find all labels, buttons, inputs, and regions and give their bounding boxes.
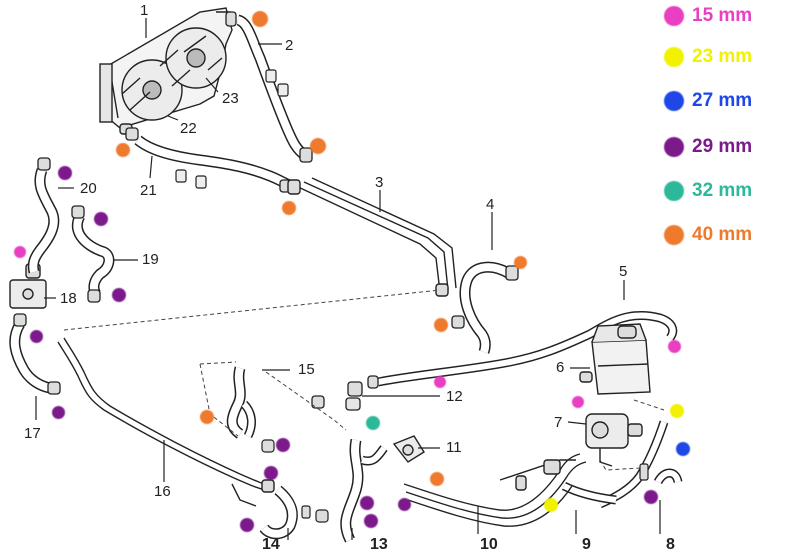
marker-dot-purple: [94, 212, 108, 226]
housing-11: [392, 435, 425, 463]
hose-2: [225, 11, 313, 163]
valve-7: [585, 413, 643, 467]
callout-20: 20: [80, 180, 97, 197]
marker-dot-orange: [430, 472, 444, 486]
legend-item-32mm: 32 mm: [664, 178, 752, 204]
expansion-tank: [579, 323, 651, 395]
marker-dot-magenta: [434, 376, 446, 388]
legend-item-23mm: 23 mm: [664, 44, 752, 70]
callout-14: 14: [262, 536, 280, 553]
marker-dot-orange: [200, 410, 214, 424]
marker-dot-orange: [282, 201, 296, 215]
callout-8: 8: [666, 536, 675, 553]
legend-item-27mm: 27 mm: [664, 88, 752, 114]
hose-21: [125, 127, 294, 193]
marker-dot-purple: [264, 466, 278, 480]
marker-dot-purple: [112, 288, 126, 302]
pipe-3: [287, 177, 457, 297]
marker-dot-yellow: [670, 404, 684, 418]
legend-item-29mm: 29 mm: [664, 134, 752, 160]
marker-dot-purple: [644, 490, 658, 504]
callout-22: 22: [180, 120, 197, 137]
legend-swatch: [664, 137, 684, 157]
legend-item-40mm: 40 mm: [664, 222, 752, 248]
legend-label: 40 mm: [692, 224, 753, 245]
callout-19: 19: [142, 251, 159, 268]
hose-19: [71, 205, 115, 303]
marker-dot-magenta: [14, 246, 26, 258]
marker-dot-purple: [58, 166, 72, 180]
hose-5: [367, 310, 678, 389]
marker-dot-teal: [366, 416, 380, 430]
legend-swatch: [664, 91, 684, 111]
marker-dot-purple: [364, 514, 378, 528]
marker-dot-orange: [252, 11, 268, 27]
marker-dot-orange: [310, 138, 326, 154]
callout-5: 5: [619, 263, 628, 280]
marker-dot-purple: [52, 406, 65, 419]
hose-15: [226, 366, 275, 453]
legend-swatch: [664, 225, 684, 245]
marker-dot-purple: [360, 496, 374, 510]
legend-label: 15 mm: [692, 5, 753, 26]
pipe-10: [403, 453, 587, 527]
marker-dot-purple: [30, 330, 43, 343]
callout-9: 9: [582, 536, 591, 553]
callout-16: 16: [154, 483, 171, 500]
callout-18: 18: [60, 290, 77, 307]
marker-dot-orange: [514, 256, 527, 269]
legend-label: 32 mm: [692, 180, 753, 201]
callout-13: 13: [370, 536, 388, 553]
legend-swatch: [664, 47, 684, 67]
callout-10: 10: [480, 536, 498, 553]
marker-dot-orange: [116, 143, 130, 157]
hose-20: [27, 157, 60, 274]
marker-dot-magenta: [668, 340, 681, 353]
callout-23: 23: [222, 90, 239, 107]
marker-dot-orange: [434, 318, 448, 332]
callout-11: 11: [446, 439, 462, 456]
marker-dot-purple: [240, 518, 254, 532]
callout-2: 2: [285, 37, 294, 54]
hose-14: [259, 485, 329, 540]
callout-21: 21: [140, 182, 157, 199]
legend-label: 23 mm: [692, 46, 753, 67]
fitting-12: [311, 381, 363, 411]
callout-4: 4: [486, 196, 495, 213]
legend-item-15mm: 15 mm: [664, 3, 752, 29]
marker-dot-purple: [398, 498, 411, 511]
legend-label: 27 mm: [692, 90, 753, 111]
pipe-16: [57, 337, 275, 507]
marker-dot-magenta: [572, 396, 584, 408]
callout-7: 7: [554, 414, 563, 431]
marker-dot-purple: [276, 438, 290, 452]
callout-3: 3: [375, 174, 384, 191]
legend-swatch: [664, 181, 684, 201]
hose-9: [561, 463, 649, 505]
callout-12: 12: [446, 388, 463, 405]
hose-13: [340, 438, 388, 543]
callout-17: 17: [24, 425, 41, 442]
callout-1: 1: [140, 2, 149, 19]
dashed-guides: [63, 289, 665, 471]
legend-label: 29 mm: [692, 136, 753, 157]
marker-dot-yellow: [544, 498, 558, 512]
legend-swatch: [664, 6, 684, 26]
callout-15: 15: [298, 361, 315, 378]
heater-valve-18: [9, 263, 47, 309]
callout-6: 6: [556, 359, 565, 376]
hose-4: [451, 261, 519, 354]
leader-lines: [35, 18, 661, 540]
hose-17: [9, 313, 61, 395]
marker-dot-blue: [676, 442, 690, 456]
radiator-fan-assembly: [99, 7, 235, 135]
